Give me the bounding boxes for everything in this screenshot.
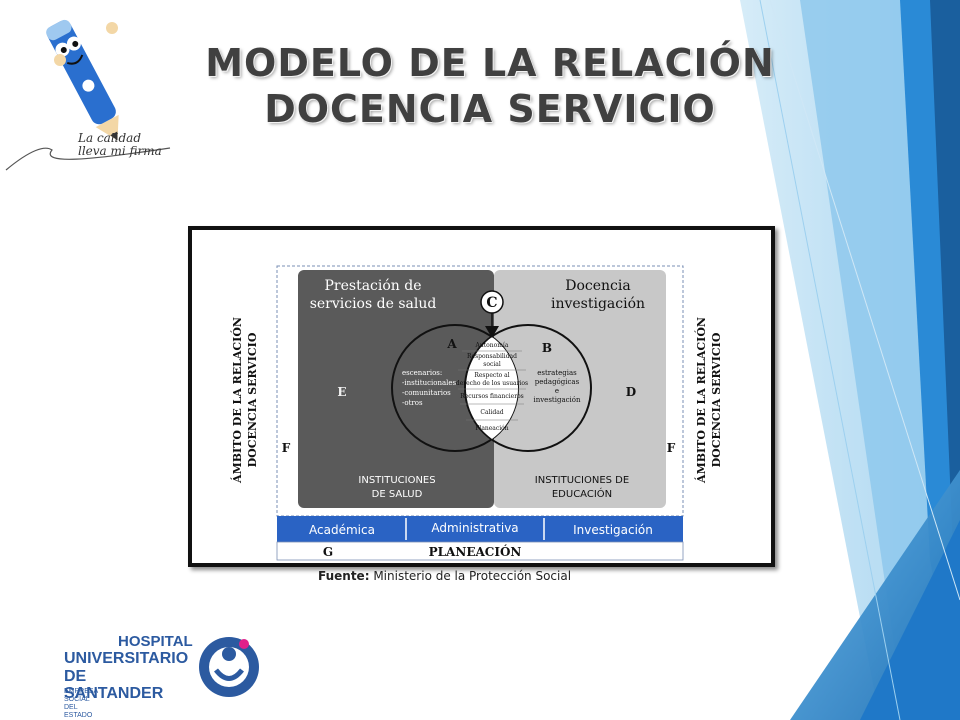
center-item: Planeación (475, 425, 508, 432)
center-item: derecho de los usuarios (456, 380, 528, 387)
blue-band (277, 516, 683, 542)
letter-c: C (486, 295, 497, 311)
relationship-diagram: C Prestación de servicios de salud Docen… (230, 265, 723, 561)
title-line-2: DOCENCIA SERVICIO (264, 87, 716, 131)
source-caption: Fuente: Ministerio de la Protección Soci… (318, 569, 571, 583)
diagram-frame: C Prestación de servicios de salud Docen… (188, 226, 775, 567)
title-line-1: MODELO DE LA RELACIÓN (205, 41, 775, 85)
side-label-left-1: ÁMBITO DE LA RELACIÓN (230, 317, 244, 484)
left-panel-title-1: Prestación de (324, 278, 421, 294)
center-list: Autonomía Responsabilidad social Respect… (456, 342, 528, 432)
left-institution-1: INSTITUCIONES (358, 475, 435, 486)
left-institution-2: DE SALUD (372, 489, 423, 500)
scenarios-line-1: escenarios: (402, 369, 442, 377)
hospital-line-3: DE SANTANDER (64, 668, 164, 702)
page-title: MODELO DE LA RELACIÓN DOCENCIA SERVICIO (190, 40, 790, 132)
right-notes-line-3: e (555, 387, 559, 395)
letter-d: D (626, 385, 636, 399)
letter-f-left: F (282, 441, 291, 455)
hospital-line-1: HOSPITAL (118, 633, 193, 650)
arrow-down-icon (485, 326, 499, 338)
band-investigacion: Investigación (573, 523, 653, 537)
scenarios-line-4: -otros (402, 399, 423, 407)
band-academica: Académica (309, 523, 375, 537)
scenarios-line-3: -comunitarios (402, 389, 451, 397)
letter-a: A (446, 337, 457, 351)
right-panel-title-1: Docencia (565, 278, 630, 294)
right-panel (494, 270, 666, 508)
right-notes-line-2: pedagógicas (535, 378, 580, 386)
center-item: Recursos financieros (460, 393, 524, 400)
letter-f-right: F (667, 441, 676, 455)
left-panel-title-2: servicios de salud (310, 296, 437, 312)
center-item: Respecto al (474, 372, 509, 379)
source-text: Ministerio de la Protección Social (373, 569, 572, 583)
center-item: Calidad (480, 409, 503, 416)
pencil-mascot-logo (5, 19, 171, 171)
center-item: social (483, 361, 501, 368)
left-panel (298, 270, 494, 508)
hospital-line-2: UNIVERSITARIO (64, 650, 189, 667)
scenarios-line-2: -institucionales (402, 379, 457, 387)
center-intersection (465, 337, 519, 439)
band-administrativa: Administrativa (431, 521, 518, 535)
slogan: La calidad lleva mi firma (78, 132, 162, 158)
letter-g: G (323, 545, 333, 559)
right-notes-line-4: investigación (533, 396, 581, 404)
right-circle (464, 324, 592, 452)
slogan-line-1: La calidad (78, 131, 142, 145)
letter-e: E (337, 385, 346, 399)
right-notes-line-1: estrategias (537, 369, 577, 377)
planeacion-row (276, 541, 684, 561)
side-label-left-2: DOCENCIA SERVICIO (246, 332, 259, 467)
hospital-emblem-icon (199, 637, 259, 697)
right-panel-title-2: investigación (551, 296, 645, 312)
letter-b: B (542, 341, 552, 355)
center-item: Responsabilidad (467, 353, 517, 360)
slogan-line-2: lleva mi firma (78, 144, 162, 158)
side-label-right-2: DOCENCIA SERVICIO (710, 332, 723, 467)
source-label: Fuente: (318, 569, 370, 583)
right-institution-2: EDUCACIÓN (552, 487, 612, 500)
band-planeacion: PLANEACIÓN (429, 543, 522, 559)
right-institution-1: INSTITUCIONES DE (535, 475, 629, 486)
dashed-area (276, 265, 684, 517)
side-label-right-1: ÁMBITO DE LA RELACIÓN (694, 317, 708, 484)
center-item: Autonomía (475, 342, 509, 349)
hospital-line-4: EMPRESA SOCIAL DEL ESTADO (64, 688, 98, 719)
